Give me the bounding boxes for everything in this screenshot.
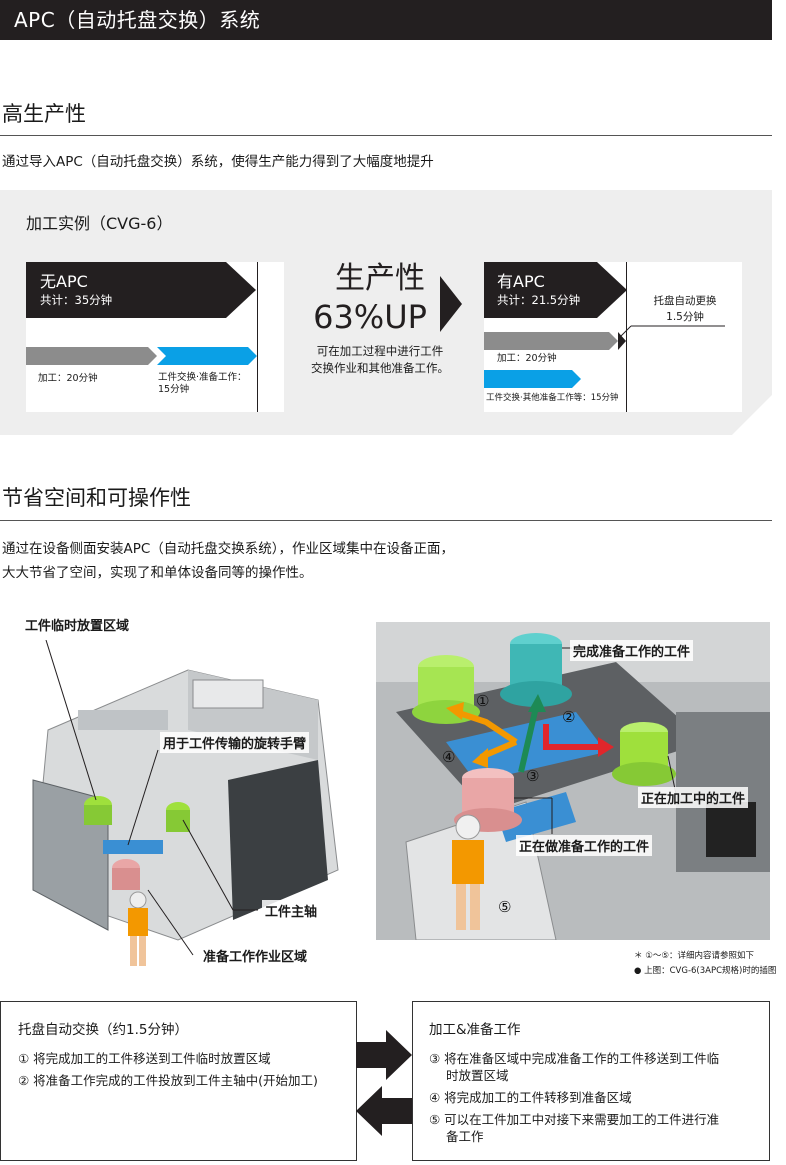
no-apc-total: 共计：35分钟 [40, 293, 113, 307]
auto-exchange-box [0, 1001, 357, 1161]
no-apc-timeline [26, 347, 257, 365]
section-title-productivity: 高生产性 [2, 102, 86, 126]
with-apc-total: 共计：21.5分钟 [497, 293, 581, 307]
machining-prep-item-1b: 时放置区域 [446, 1068, 509, 1083]
no-apc-label: 无APC [40, 272, 88, 291]
productivity-percent: 63%UP [313, 298, 427, 336]
no-apc-exchange-1: 工件交换·准备工作： [158, 372, 247, 383]
with-apc-machining-bar [484, 332, 626, 350]
section-lead: 通过导入APC（自动托盘交换）系统，使得生产能力得到了大幅度地提升 [2, 154, 434, 170]
productivity-arrow-icon [440, 276, 462, 332]
auto-change-2: 1.5分钟 [666, 311, 704, 323]
with-apc-end-line [626, 262, 627, 412]
step-marker-1: ① [476, 692, 490, 710]
machining-prep-item-2: ④ 将完成加工的工件转移到准备区域 [429, 1090, 632, 1105]
with-apc-label: 有APC [497, 272, 545, 291]
no-apc-exchange-2: 15分钟 [158, 384, 190, 395]
with-apc-machining: 加工：20分钟 [497, 353, 557, 364]
panel-corner-decoration [732, 395, 772, 435]
callout-done-prep: 完成准备工作的工件 [570, 640, 694, 661]
productivity-desc-1: 可在加工过程中进行工件 [316, 344, 444, 358]
callout-rotary-arm: 用于工件传输的旋转手臂 [160, 732, 310, 753]
callout-preparing: 正在做准备工作的工件 [516, 835, 653, 856]
note-illustration: ● 上图：CVG-6(3APC规格)时的插图 [634, 966, 777, 976]
page-title: APC（自动托盘交换）系统 [14, 8, 261, 32]
step-marker-3: ③ [526, 767, 540, 785]
no-apc-label-shape [26, 262, 256, 318]
arrow-left-icon [356, 1086, 412, 1136]
productivity-word: 生产性 [335, 261, 425, 296]
machining-prep-title: 加工&准备工作 [429, 1022, 521, 1038]
section-divider [0, 135, 772, 136]
auto-exchange-title: 托盘自动交换（约1.5分钟） [18, 1022, 188, 1038]
step-marker-4: ④ [442, 748, 456, 766]
auto-exchange-item-1: ① 将完成加工的工件移送到工件临时放置区域 [18, 1051, 271, 1066]
step-marker-5: ⑤ [498, 898, 512, 916]
callout-spindle: 工件主轴 [262, 900, 321, 921]
step-marker-2: ② [562, 708, 576, 726]
machining-prep-item-3b: 备工作 [446, 1129, 484, 1144]
arrow-right-icon [356, 1030, 412, 1080]
section-divider [0, 520, 772, 521]
with-apc-label-shape [484, 262, 627, 318]
callout-prep-area: 准备工作作业区域 [200, 945, 311, 966]
example-title: 加工实例（CVG-6） [26, 214, 173, 233]
section-lead-1: 通过在设备侧面安装APC（自动托盘交换系统），作业区域集中在设备正面， [2, 541, 455, 557]
note-steps: ＊ ①～⑤：详细内容请参照如下 [634, 951, 754, 961]
callout-temp-area: 工件临时放置区域 [22, 614, 133, 635]
machining-prep-box [412, 1001, 770, 1161]
auto-change-1: 托盘自动更换 [653, 295, 717, 307]
with-apc-exchange-bar [484, 370, 581, 388]
with-apc-exchange: 工件交换·其他准备工作等：15分钟 [486, 393, 619, 403]
machining-prep-item-3a: ⑤ 可以在工件加工中对接下来需要加工的工件进行准 [429, 1112, 720, 1127]
apc-detail-illustration [376, 622, 770, 940]
no-apc-machining: 加工：20分钟 [38, 373, 98, 384]
auto-exchange-item-2: ② 将准备工作完成的工件投放到工件主轴中(开始加工) [18, 1073, 318, 1088]
machine-overview-illustration [18, 640, 353, 980]
auto-change-leader [620, 325, 725, 337]
machining-prep-item-1a: ③ 将在准备区域中完成准备工作的工件移送到工件临 [429, 1051, 720, 1066]
productivity-desc-2: 交换作业和其他准备工作。 [311, 361, 449, 375]
page-header: APC（自动托盘交换）系统 [0, 0, 772, 40]
no-apc-end-line [257, 262, 258, 412]
callout-machining: 正在加工中的工件 [638, 787, 749, 808]
section-title-space: 节省空间和可操作性 [2, 486, 191, 510]
section-lead-2: 大大节省了空间，实现了和单体设备同等的操作性。 [2, 565, 313, 581]
